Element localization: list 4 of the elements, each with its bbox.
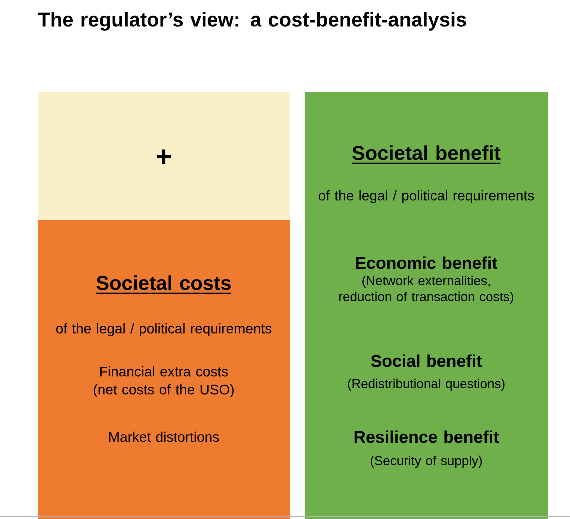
cost-box: Societal costs of the legal / political requirements Financial extra costs (net costs of the USO) Market distortions xyxy=(38,220,290,519)
benefit-box: Societal benefit of the legal / political requirements Economic benefit (Network externalities, reduction of transaction costs) Social benefit (Redistributional questions) Resilience benefit (Security of supply) xyxy=(305,92,548,519)
diagram-title: The regulator’s view: a cost-benefit-analysis xyxy=(38,12,466,31)
plus-box: + xyxy=(38,92,290,220)
